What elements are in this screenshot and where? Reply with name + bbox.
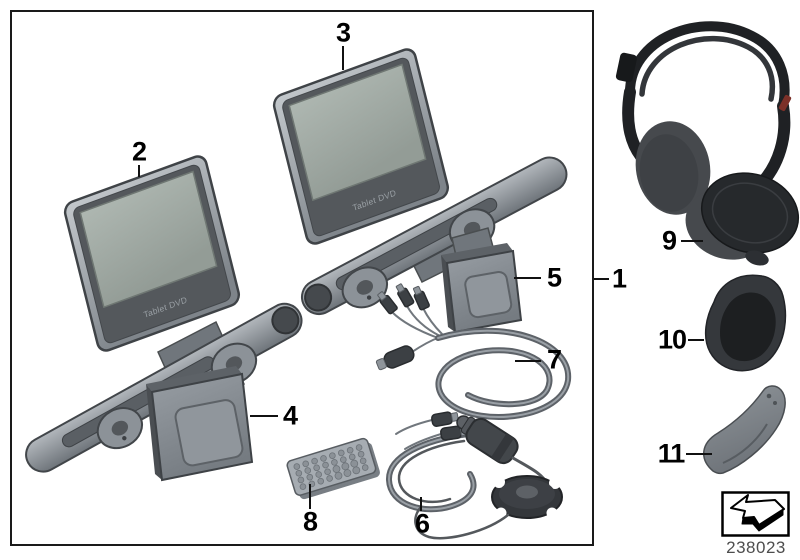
callout-1[interactable]: 1 <box>611 263 627 294</box>
dvd-tablet-monitor-3: Tablet DVD <box>272 48 450 245</box>
isometric-arrow-icon <box>721 491 790 537</box>
rca-connector <box>395 283 415 308</box>
bar-open-end <box>271 306 300 335</box>
av-cable-7 <box>375 283 572 420</box>
dvd-tablet-monitor-2: Tablet DVD <box>63 155 241 352</box>
bracket-plate <box>146 366 254 482</box>
rca-connector <box>412 285 430 311</box>
ear-hook-cover-11 <box>703 385 786 475</box>
red-accent <box>778 94 792 112</box>
headband-hinge <box>615 52 637 83</box>
bar-clamp <box>341 266 389 309</box>
fm-transmitter-puck <box>491 475 563 519</box>
callout-4[interactable]: 4 <box>282 400 298 431</box>
callout-3[interactable]: 3 <box>335 17 351 48</box>
right-yoke <box>753 100 791 192</box>
replacement-ear-pad-10 <box>704 274 787 372</box>
callout-7[interactable]: 7 <box>546 344 562 375</box>
monitor-screen <box>79 170 218 309</box>
power-adapter-cable-6 <box>385 411 563 540</box>
diagram-part-number: 238023 <box>726 538 786 557</box>
mini-plug-connector <box>431 411 459 427</box>
callout-6[interactable]: 6 <box>414 508 430 539</box>
headband-inner <box>639 35 776 102</box>
bar-clamp <box>96 407 143 450</box>
headband-outer <box>624 21 790 111</box>
ear-shell-tab <box>745 250 769 266</box>
bracket-plate <box>441 227 523 334</box>
leader-lines <box>138 46 712 511</box>
callout-9[interactable]: 9 <box>661 225 677 256</box>
callout-5[interactable]: 5 <box>546 262 562 293</box>
callout-10[interactable]: 10 <box>657 324 687 355</box>
kit-bracket-box <box>10 10 594 546</box>
cable-coil <box>385 431 477 513</box>
remote-buttons <box>293 444 369 490</box>
mount-bar-assembly-5 <box>300 156 568 334</box>
remote-control-8 <box>286 437 380 500</box>
rca-connector <box>377 291 398 315</box>
cigarette-lighter-plug <box>456 415 519 465</box>
callout-2[interactable]: 2 <box>131 136 147 167</box>
monitor-screen <box>288 63 427 202</box>
mini-din-connector <box>375 345 415 371</box>
mount-bar-assembly-4 <box>25 302 303 482</box>
bar-open-end <box>304 283 333 312</box>
callout-11[interactable]: 11 <box>657 438 686 469</box>
callout-8[interactable]: 8 <box>302 506 318 537</box>
ir-headphones-9 <box>615 21 800 266</box>
